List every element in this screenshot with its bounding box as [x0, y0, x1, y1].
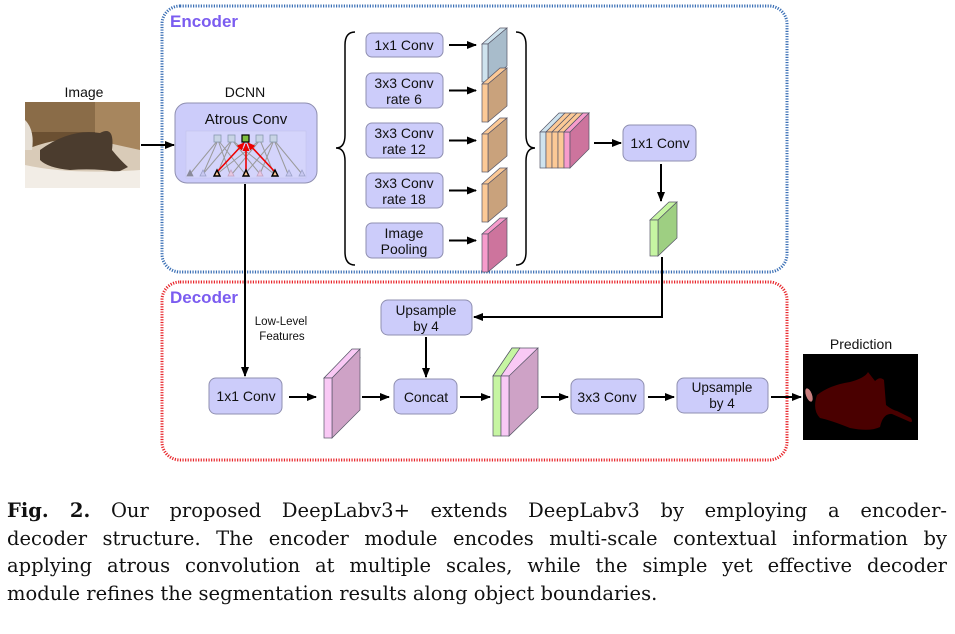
encoder-region [160, 4, 789, 274]
encoder-1x1-conv-block [622, 124, 697, 162]
decoder-1x1-conv-label: 1x1 Conv [216, 388, 275, 404]
right-brace [515, 31, 536, 266]
aspp-conv-block [365, 122, 444, 159]
low-level-label-2: Features [259, 331, 305, 343]
stack-layer [557, 131, 565, 169]
segmentation-mask-icon [803, 354, 918, 440]
aspp-conv-label: 1x1 Conv [374, 37, 433, 53]
upsample-final-block [676, 377, 769, 414]
stack-layer [545, 131, 553, 169]
atrous-convolution-icon [185, 130, 307, 179]
encoder-output-feature [649, 201, 678, 257]
aspp-conv-label: Image [385, 225, 424, 241]
deeplabv3plus-diagram: Encoder Decoder Image DCNN Atrous Conv [25, 4, 918, 462]
concat-label: Concat [404, 389, 448, 405]
cat-photo-icon [25, 102, 140, 188]
aspp-conv-block [365, 222, 444, 259]
aspp-feature-map [481, 117, 508, 173]
aspp-conv-label: 3x3 Conv [374, 175, 433, 191]
left-brace [335, 31, 356, 266]
upsample-top-block [380, 299, 473, 336]
caption-line-4: module refines the segmentation results … [7, 581, 658, 605]
concat-block [393, 378, 458, 415]
dcnn-label: DCNN [225, 84, 265, 100]
caption-line-2: decoder structure. The encoder module en… [7, 526, 947, 550]
aspp-conv-sublabel: rate 12 [382, 141, 426, 157]
decoder-region [160, 280, 789, 462]
input-label: Image [65, 84, 104, 100]
concatenated-features [539, 112, 590, 169]
upsample-final-label-1: Upsample [692, 380, 753, 395]
aspp-feature-map [481, 167, 508, 223]
decoder-1x1-conv-block [208, 377, 283, 415]
aspp-conv-block [365, 32, 444, 58]
conv3x3-label: 3x3 Conv [577, 389, 636, 405]
encoder-to-upsample-arrow [473, 257, 663, 321]
encoder-1x1-conv-label: 1x1 Conv [630, 135, 689, 151]
aspp-conv-label: 3x3 Conv [374, 75, 433, 91]
caption-line-3: applying atrous convolution at multiple … [7, 554, 947, 577]
aspp-conv-sublabel: rate 18 [382, 191, 426, 207]
aspp-feature-map [481, 217, 508, 273]
aspp-conv-sublabel: rate 6 [386, 91, 422, 107]
upsample-top-label-2: by 4 [413, 319, 439, 334]
aspp-conv-sublabel: Pooling [381, 241, 428, 257]
stack-layer [539, 131, 547, 169]
caption-text-1: Our proposed DeepLabv3+ extends DeepLabv… [110, 499, 948, 522]
stack-layer [551, 131, 559, 169]
upsample-top-label-1: Upsample [396, 303, 457, 318]
low-level-feature [323, 348, 361, 439]
prediction-label: Prediction [830, 336, 892, 352]
aspp-conv-block [365, 172, 444, 209]
stack-top [563, 112, 590, 133]
aspp-conv-label: 3x3 Conv [374, 125, 433, 141]
encoder-title: Encoder [170, 12, 238, 31]
decoder-title: Decoder [170, 288, 238, 307]
upsample-final-label-2: by 4 [709, 396, 735, 411]
conv3x3-block [570, 378, 645, 415]
low-level-label-1: Low-Level [255, 316, 307, 328]
figure-caption: Fig. 2. Our proposed DeepLabv3+ extends … [7, 497, 947, 607]
concatenated-decoder-features [492, 347, 539, 437]
aspp-conv-block [365, 72, 444, 109]
aspp-feature-map [481, 67, 508, 123]
caption-line-1: Fig. 2. Our proposed DeepLabv3+ extends … [7, 497, 947, 525]
stack-layer [563, 131, 571, 169]
atrous-conv-label: Atrous Conv [205, 111, 288, 128]
caption-label: Fig. 2. [7, 499, 91, 522]
